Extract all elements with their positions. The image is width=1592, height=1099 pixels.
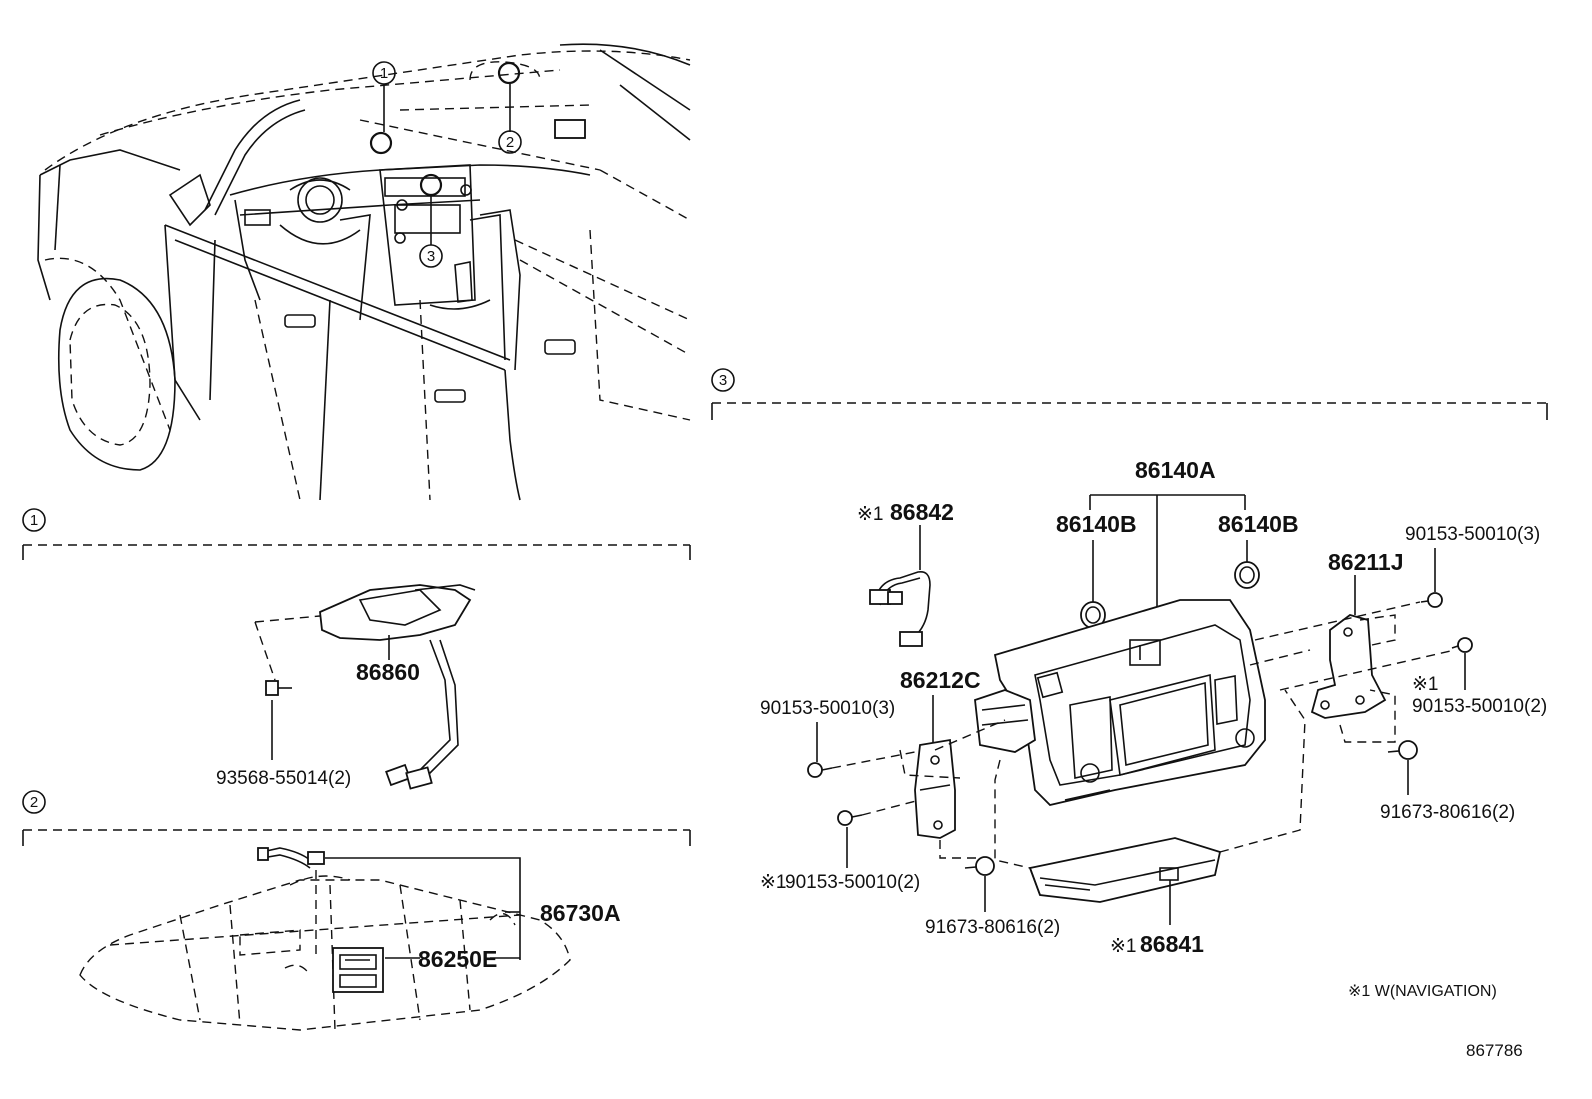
- label-90153-50010-right-mid-mark: ※1: [1412, 674, 1439, 695]
- label-91673-80616-bottom[interactable]: 91673-80616(2): [925, 917, 1060, 938]
- diagram-reference-number: 867786: [1466, 1041, 1523, 1060]
- overview-callout-3-label: 3: [427, 248, 435, 265]
- label-86860[interactable]: 86860: [356, 659, 420, 685]
- knob-86140B-drawings: [1080, 561, 1260, 629]
- label-86730A[interactable]: 86730A: [540, 900, 621, 926]
- bolt-left-top-drawing: [807, 762, 833, 778]
- navigation-footnote: ※1 W(NAVIGATION): [1348, 983, 1497, 1000]
- overview-callout-1-label: 1: [380, 65, 388, 82]
- overview-callout-3[interactable]: 3: [419, 196, 443, 268]
- section-3-marker: 3: [719, 372, 727, 389]
- overview-callout-2[interactable]: 2: [498, 84, 522, 154]
- label-86211J[interactable]: 86211J: [1328, 549, 1403, 575]
- bracket-86211J-drawing: [1310, 614, 1387, 719]
- label-86140A[interactable]: 86140A: [1135, 457, 1216, 483]
- overhead-console-drawing: [79, 847, 571, 1031]
- section-1-marker: 1: [30, 512, 38, 529]
- label-90153-50010-right-top[interactable]: 90153-50010(3): [1405, 524, 1540, 545]
- section-1: 1 86860 93568-55014(2): [22, 508, 691, 790]
- bolt-left-bottom-drawing: [837, 810, 863, 826]
- label-86841-mark: ※1: [1110, 936, 1137, 957]
- part-86860-drawing: [319, 584, 476, 790]
- vehicle-overview: [37, 43, 691, 501]
- section-2: 2: [22, 790, 691, 1031]
- label-90153-50010-right-mid[interactable]: 90153-50010(2): [1412, 696, 1547, 717]
- overview-callout-1[interactable]: 1: [372, 61, 396, 132]
- label-86842[interactable]: 86842: [890, 499, 954, 525]
- label-86140B-right[interactable]: 86140B: [1218, 511, 1299, 537]
- location-markers: [369, 61, 521, 197]
- screw-bottom-drawing: [964, 856, 995, 876]
- head-unit-86140A-drawing: [974, 599, 1266, 806]
- label-90153-50010-left-top[interactable]: 90153-50010(3): [760, 698, 895, 719]
- label-90153-50010-left-bottom[interactable]: 90153-50010(2): [785, 872, 920, 893]
- bracket-86212C-drawing: [914, 738, 956, 839]
- section-3: 3 86140A 86140B 86140B: [711, 368, 1548, 1000]
- label-86140B-left[interactable]: 86140B: [1056, 511, 1137, 537]
- label-86250E[interactable]: 86250E: [418, 946, 497, 972]
- screw-93568-drawing: [265, 680, 292, 696]
- label-86212C[interactable]: 86212C: [900, 667, 981, 693]
- section-2-marker: 2: [30, 794, 38, 811]
- overview-callout-2-label: 2: [506, 134, 514, 151]
- screw-right-drawing: [1387, 740, 1418, 760]
- module-86841-drawing: [1028, 837, 1222, 903]
- label-91673-80616-right[interactable]: 91673-80616(2): [1380, 802, 1515, 823]
- bolt-right-top-drawing: [1420, 592, 1443, 608]
- label-86841[interactable]: 86841: [1140, 931, 1204, 957]
- label-93568-55014[interactable]: 93568-55014(2): [216, 768, 351, 789]
- label-86842-mark: ※1: [857, 504, 884, 525]
- label-90153-50010-left-bottom-mark: ※1: [760, 872, 787, 893]
- bolt-right-mid-drawing: [1451, 637, 1473, 653]
- harness-86842-drawing: [869, 570, 931, 647]
